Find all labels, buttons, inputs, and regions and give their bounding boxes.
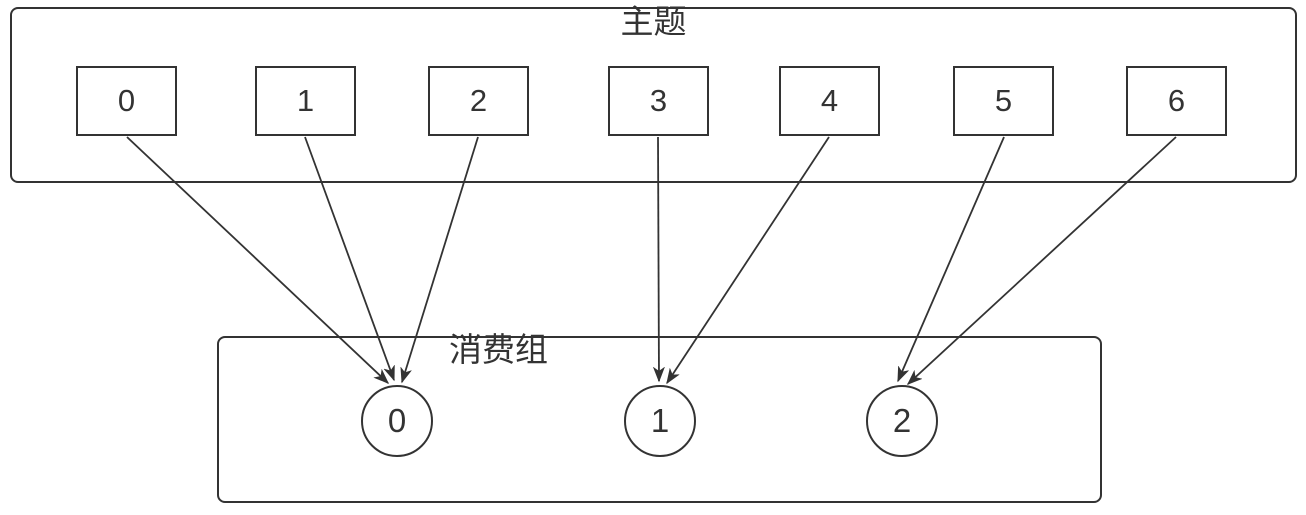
partition-box-6: 6 xyxy=(1126,66,1227,136)
partition-box-4: 4 xyxy=(779,66,880,136)
partition-box-5: 5 xyxy=(953,66,1054,136)
partition-label-0: 0 xyxy=(117,83,136,118)
consumer-circle-0: 0 xyxy=(361,385,433,457)
partition-label-4: 4 xyxy=(820,83,839,118)
consumer-circle-1: 1 xyxy=(624,385,696,457)
partition-box-0: 0 xyxy=(76,66,177,136)
partition-box-3: 3 xyxy=(608,66,709,136)
consumer-circle-2: 2 xyxy=(866,385,938,457)
consumer-label-2: 2 xyxy=(892,402,912,439)
partition-label-5: 5 xyxy=(994,83,1013,118)
partition-box-2: 2 xyxy=(428,66,529,136)
partition-label-6: 6 xyxy=(1167,83,1186,118)
partition-label-1: 1 xyxy=(296,83,315,118)
consumer-label-1: 1 xyxy=(650,402,670,439)
consumer-group-label: 消费组 xyxy=(449,331,548,368)
topic-label: 主题 xyxy=(620,3,687,40)
partition-box-1: 1 xyxy=(255,66,356,136)
partition-label-3: 3 xyxy=(649,83,668,118)
partition-label-2: 2 xyxy=(469,83,488,118)
consumer-label-0: 0 xyxy=(387,402,407,439)
